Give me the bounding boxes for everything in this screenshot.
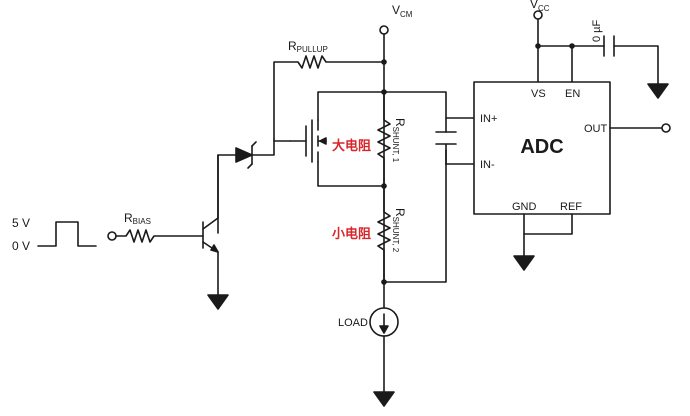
mosfet-switch — [289, 91, 385, 187]
rshunt2-resistor — [377, 185, 391, 283]
load-label: LOAD — [338, 317, 368, 329]
pin-in-plus: IN+ — [480, 113, 497, 125]
adc-block — [473, 81, 611, 215]
cap-label: 0 µF — [591, 19, 603, 42]
rpullup-label: RPULLUP — [288, 39, 328, 54]
pin-en: EN — [565, 88, 580, 100]
zero-v-label: 0 V — [12, 239, 30, 253]
pin-gnd: GND — [512, 201, 537, 213]
rshunt1-resistor — [377, 91, 391, 187]
sense-wires — [383, 91, 475, 283]
rbias-resistor — [107, 229, 204, 243]
rshunt1-label: RSHUNT, 1 — [391, 118, 407, 163]
pin-out: OUT — [584, 123, 608, 135]
pin-ref: REF — [560, 201, 582, 213]
vcm-label: VCM — [392, 3, 413, 19]
diode — [217, 138, 291, 234]
adc-output — [609, 123, 671, 133]
big-resistor-label: 大电阻 — [332, 138, 371, 154]
adc-title: ADC — [520, 136, 563, 158]
rpullup-resistor — [273, 55, 385, 140]
vcc-label: VCC — [530, 0, 550, 13]
input-pulse — [37, 221, 97, 247]
load-current-source — [369, 307, 399, 407]
pin-in-minus: IN- — [480, 159, 495, 171]
adc-ground — [513, 213, 573, 271]
pin-vs: VS — [531, 88, 546, 100]
five-v-label: 5 V — [12, 216, 30, 230]
vcc-supply — [533, 10, 669, 99]
junction-dots — [381, 43, 575, 285]
npn-transistor — [202, 154, 229, 310]
rbias-label: RBIAS — [124, 211, 151, 226]
labels: VCM VCC 0 µF RPULLUP RBIAS 5 V 0 V RSHUN… — [12, 0, 608, 329]
small-resistor-label: 小电阻 — [332, 226, 371, 242]
rshunt2-label: RSHUNT, 2 — [391, 208, 407, 253]
